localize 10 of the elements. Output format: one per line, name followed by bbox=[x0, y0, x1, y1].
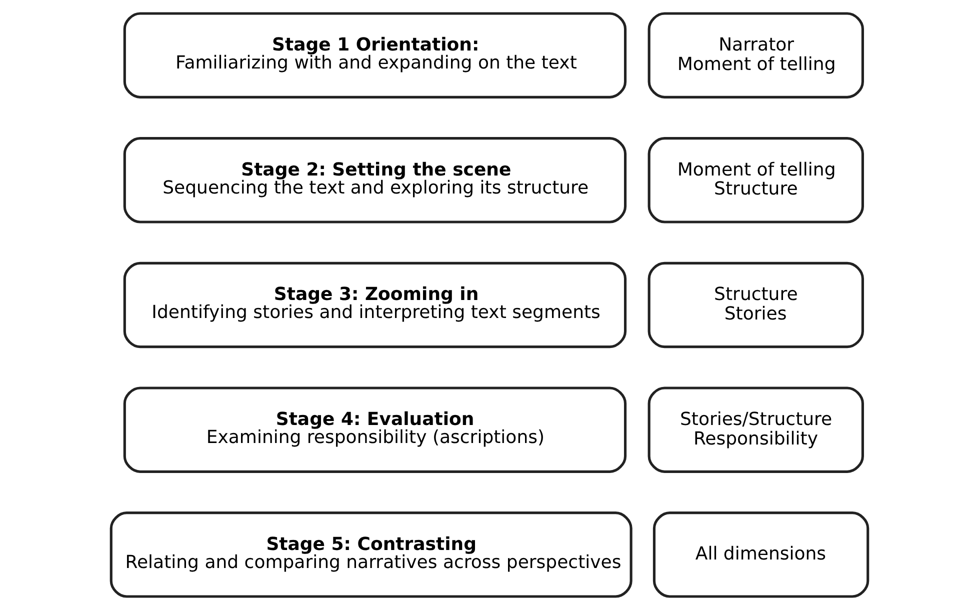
node-box: Structure Stories bbox=[647, 262, 864, 348]
node-box: All dimensions bbox=[652, 512, 869, 598]
node-box: Stage 5: Contrasting Relating and comparing narratives across perspectives bbox=[109, 512, 632, 598]
node-box: Stage 1 Orientation: Familiarizing with and expanding on the text bbox=[122, 12, 626, 98]
node-box: Stage 2: Setting the scene Sequencing the text and exploring its structure bbox=[122, 137, 626, 224]
node-box: Stage 4: Evaluation Examining responsibility (ascriptions) bbox=[122, 386, 626, 473]
node-box: Stage 3: Zooming in Identifying stories and interpreting text segments bbox=[122, 262, 626, 348]
node-box: Stories/Structure Responsibility bbox=[647, 386, 864, 473]
node-box: Moment of telling Structure bbox=[647, 137, 864, 224]
node-box: Narrator Moment of telling bbox=[647, 12, 864, 98]
